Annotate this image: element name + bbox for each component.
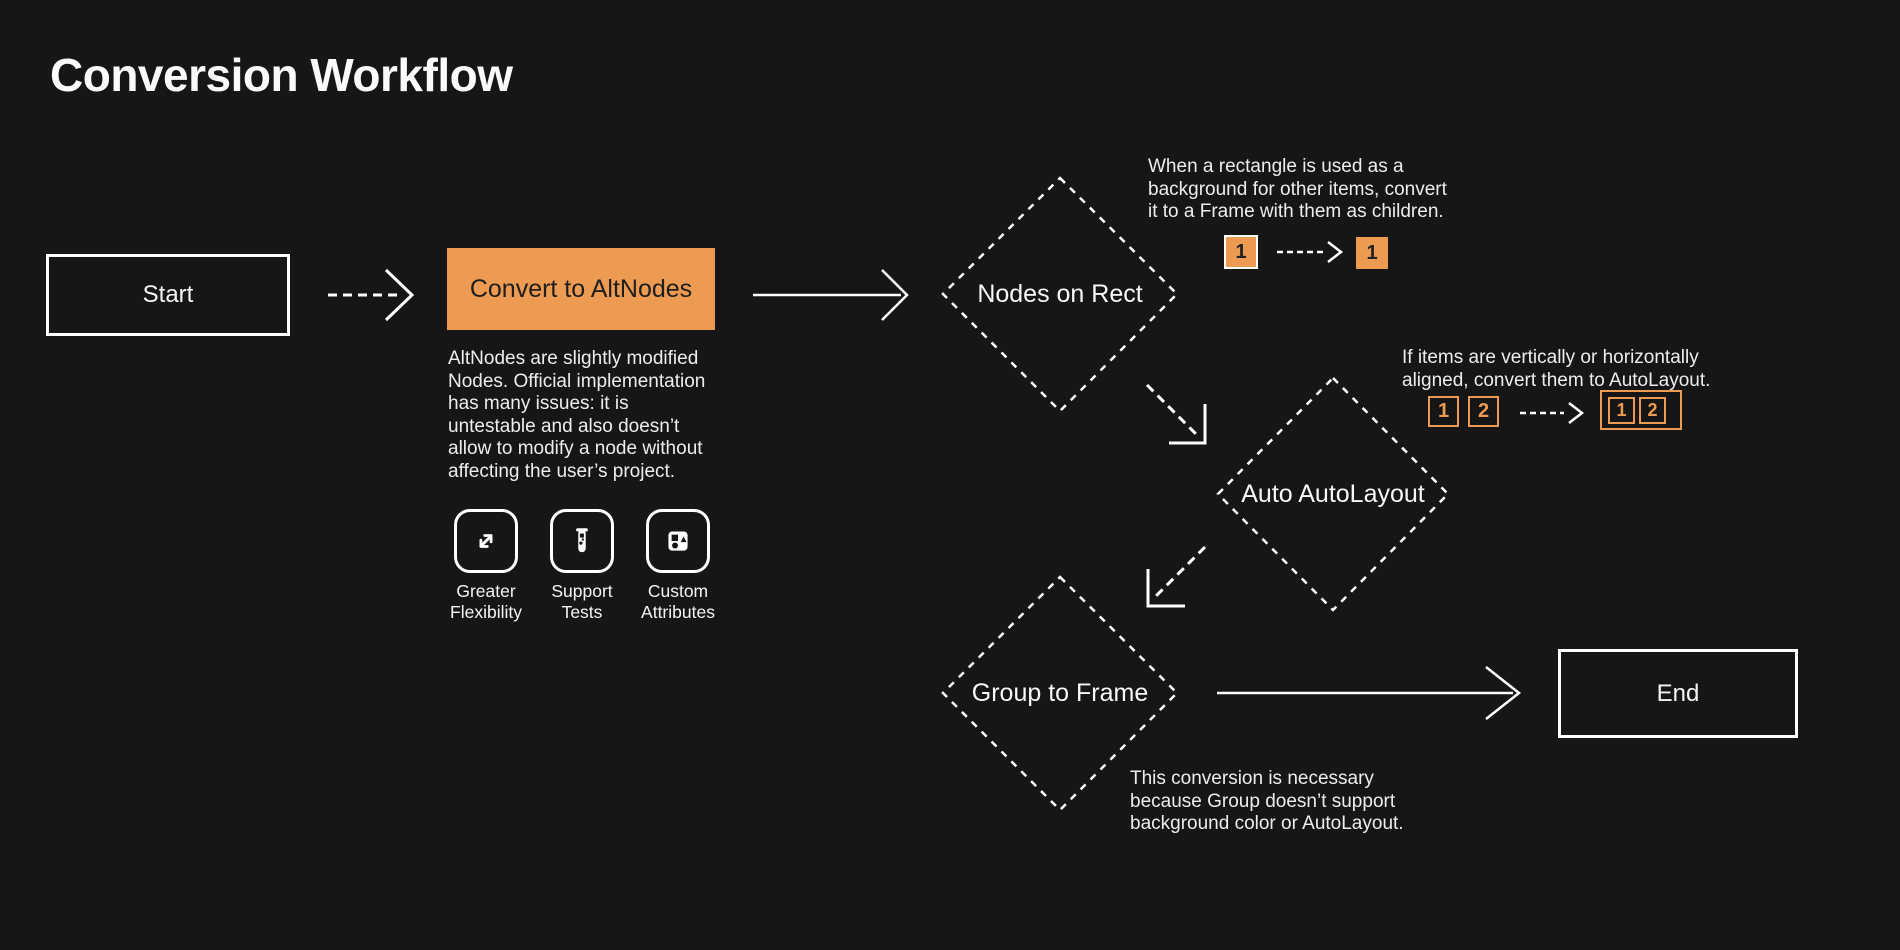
flow-node-nodes-on-rect: Nodes on Rect — [940, 280, 1180, 309]
feature-label: Support Tests — [551, 581, 613, 622]
test-tube-icon — [550, 509, 614, 573]
rect-illustration-after-box: 1 — [1356, 237, 1388, 269]
arrow-start-to-convert — [328, 268, 415, 322]
feature-custom-attributes: Custom Attributes — [630, 509, 726, 623]
flow-node-end: End — [1558, 649, 1798, 738]
auto-autolayout-note: If items are vertically or horizontally … — [1402, 347, 1711, 391]
arrow-rect-illustration — [1277, 241, 1344, 263]
feature-support-tests: Support Tests — [534, 509, 630, 623]
feature-label: Custom Attributes — [641, 581, 715, 622]
nodes-on-rect-label: Nodes on Rect — [977, 280, 1143, 308]
group-to-frame-note: This conversion is necessary because Gro… — [1130, 768, 1404, 834]
flow-node-convert-to-altnodes: Convert to AltNodes — [447, 248, 715, 330]
convert-label: Convert to AltNodes — [469, 274, 693, 303]
arrow-autolayout-to-group — [1146, 545, 1207, 608]
autolayout-before-item-2: 2 — [1468, 396, 1499, 427]
arrow-group-to-end — [1217, 666, 1522, 720]
arrow-autolayout-illustration — [1520, 402, 1585, 424]
shapes-icon — [646, 509, 710, 573]
autolayout-after-item-2: 2 — [1639, 397, 1666, 424]
nodes-on-rect-note: When a rectangle is used as a background… — [1148, 156, 1447, 222]
rect-illustration-before-box: 1 — [1224, 235, 1258, 269]
flow-node-auto-autolayout: Auto AutoLayout — [1213, 480, 1453, 509]
autolayout-before-item-1: 1 — [1428, 396, 1459, 427]
feature-greater-flexibility: Greater Flexibility — [438, 509, 534, 623]
start-label: Start — [142, 281, 194, 308]
arrow-nodes-to-autolayout — [1145, 383, 1207, 445]
feature-list: Greater Flexibility Support Tests — [438, 509, 726, 623]
flow-node-start: Start — [46, 254, 290, 336]
page-title: Conversion Workflow — [50, 49, 513, 101]
expand-arrows-icon — [454, 509, 518, 573]
arrow-convert-to-nodes-on-rect — [753, 269, 909, 321]
autolayout-group-frame — [1600, 390, 1682, 430]
autolayout-after-item-1: 1 — [1608, 397, 1635, 424]
feature-label: Greater Flexibility — [450, 581, 522, 622]
convert-description: AltNodes are slightly modified Nodes. Of… — [448, 348, 706, 482]
group-to-frame-label: Group to Frame — [971, 679, 1149, 707]
auto-autolayout-label: Auto AutoLayout — [1241, 480, 1425, 508]
end-label: End — [1656, 679, 1700, 707]
flow-node-group-to-frame: Group to Frame — [940, 679, 1180, 708]
